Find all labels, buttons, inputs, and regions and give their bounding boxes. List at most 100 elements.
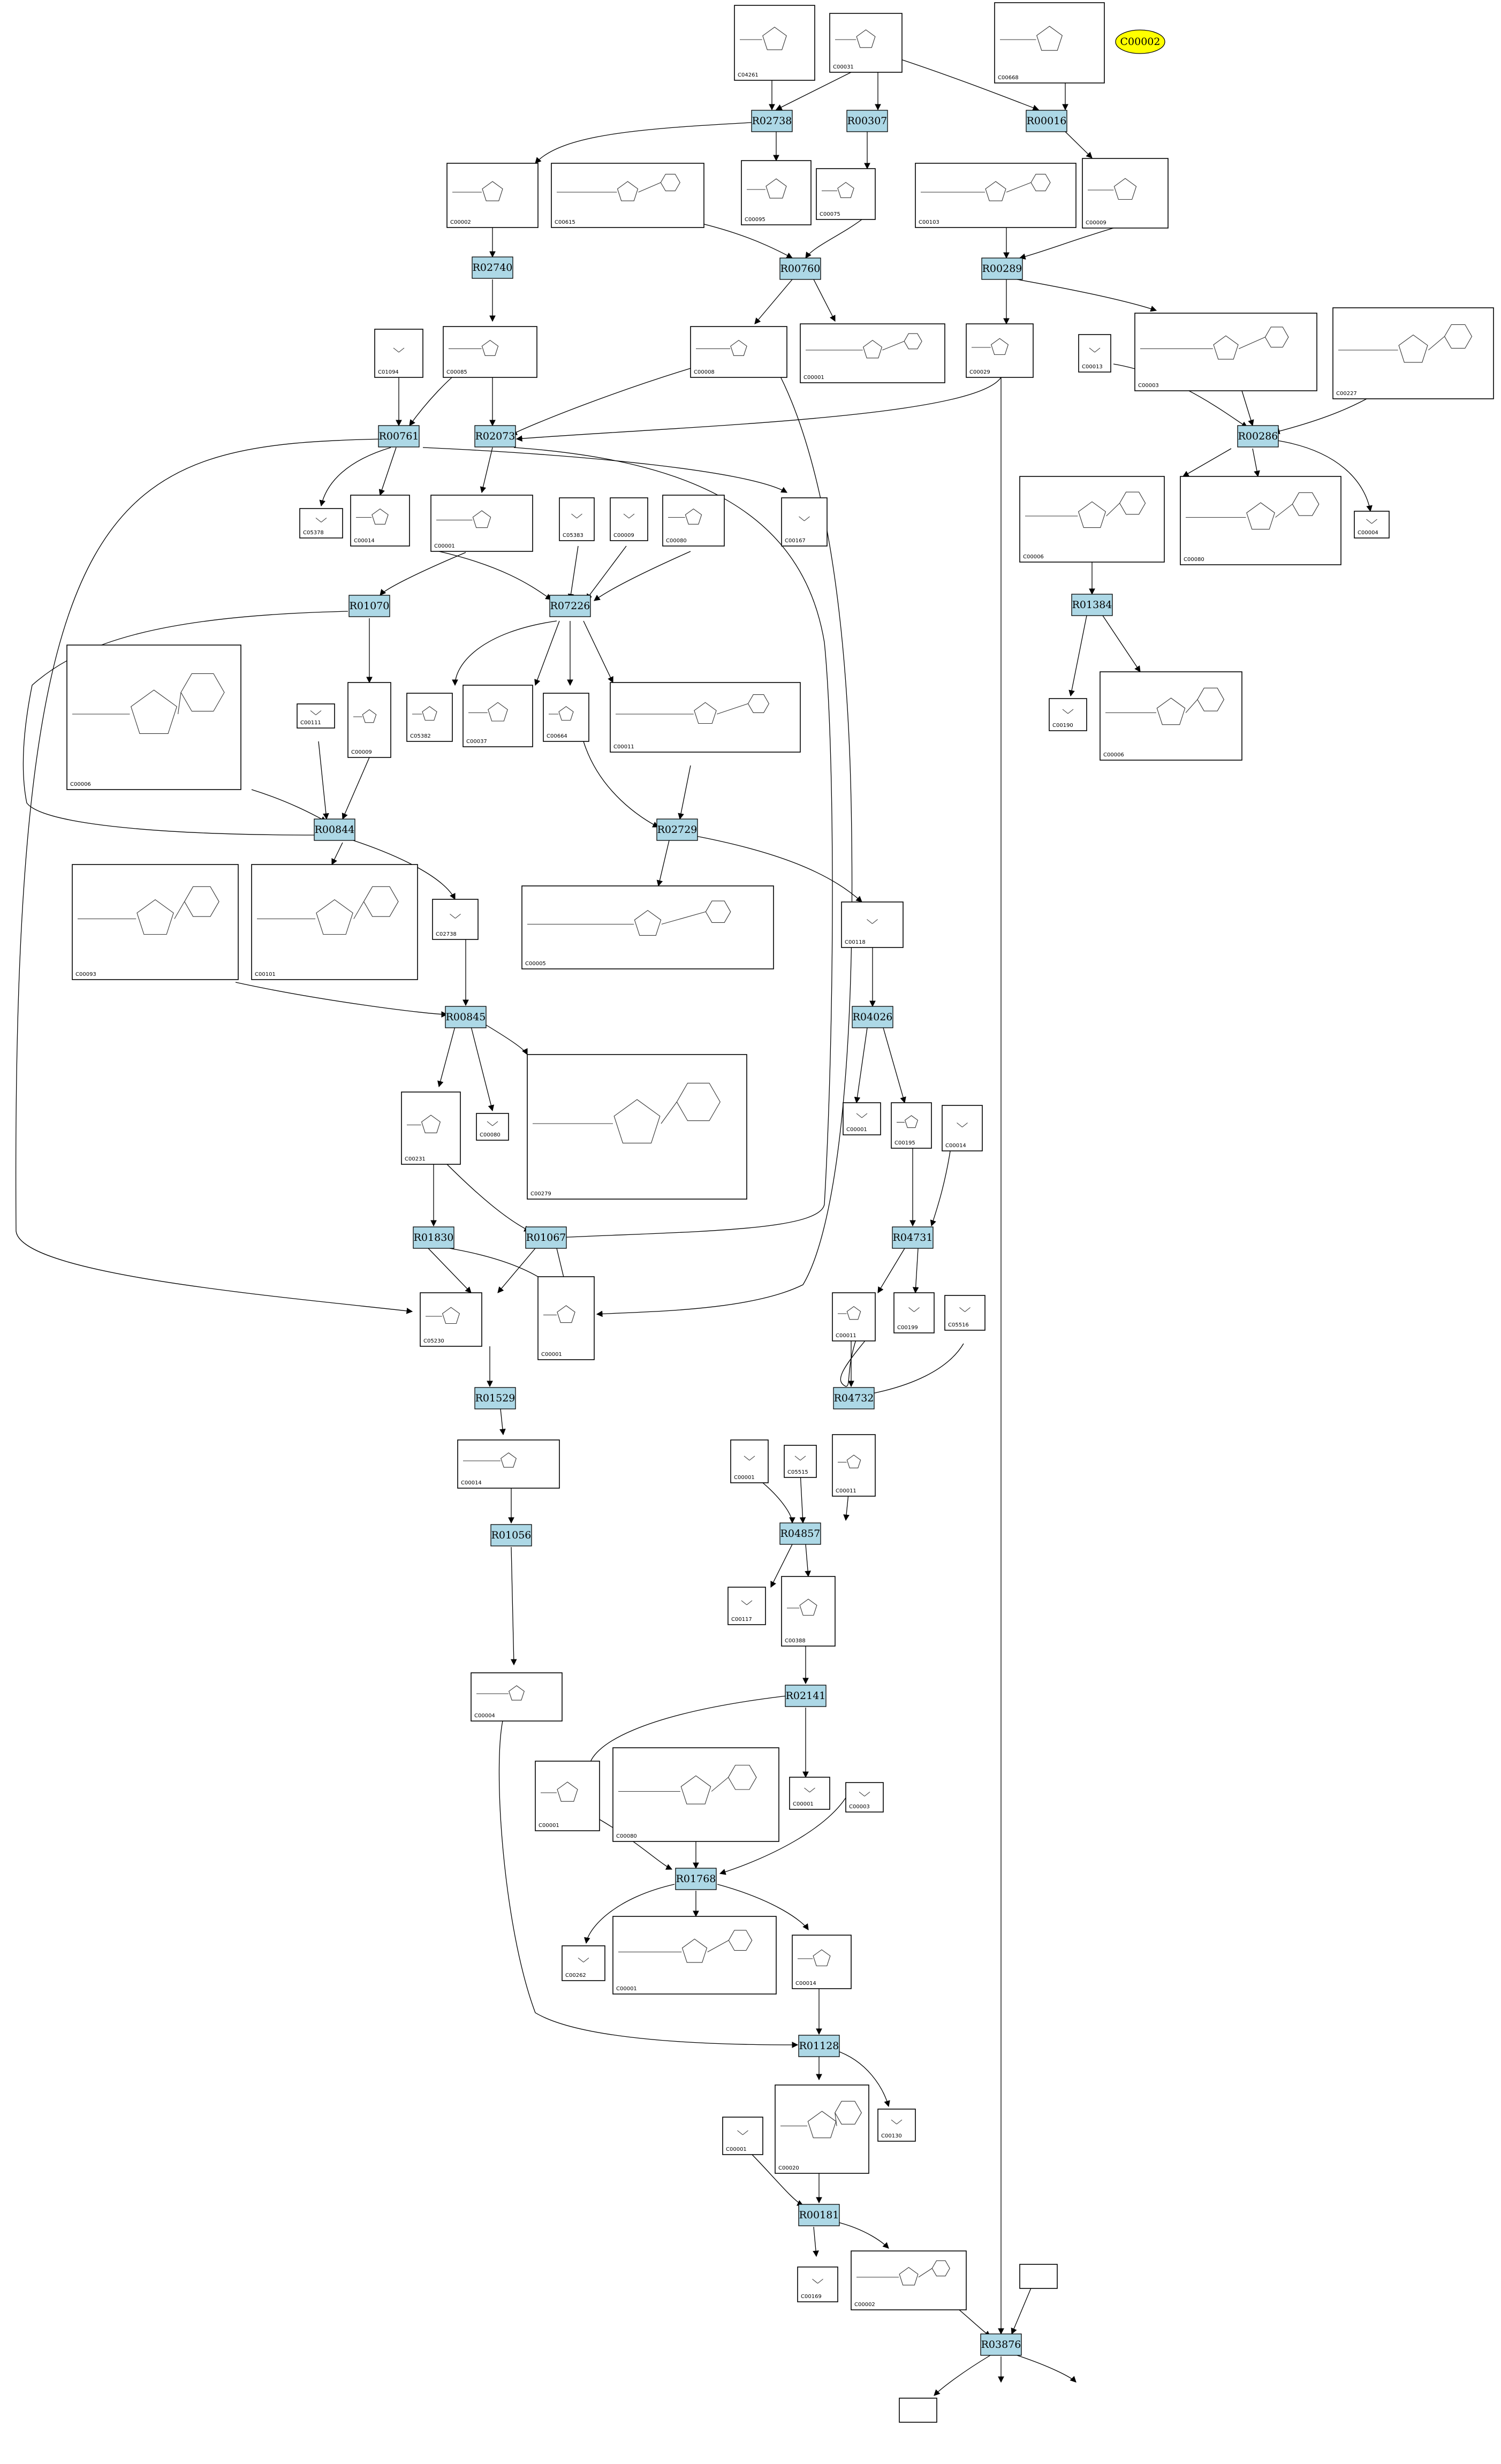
compound-node[interactable]: C00085 <box>443 326 537 378</box>
reaction-node[interactable]: R04857 <box>779 1522 821 1545</box>
reaction-node[interactable]: R01056 <box>490 1524 532 1546</box>
compound-node[interactable]: C05515 <box>784 1445 817 1478</box>
compound-node[interactable]: C00001 <box>800 323 945 383</box>
reaction-node[interactable]: R00016 <box>1026 110 1067 132</box>
reaction-node[interactable]: R02073 <box>474 425 516 448</box>
compound-node[interactable]: C00002 <box>446 163 539 228</box>
compound-node[interactable]: C00014 <box>457 1439 560 1489</box>
reaction-node[interactable]: R01128 <box>798 2035 840 2057</box>
reaction-node[interactable]: R00845 <box>445 1006 487 1028</box>
compound-node[interactable]: C00009 <box>1082 158 1169 229</box>
compound-node[interactable]: C00279 <box>527 1054 747 1200</box>
compound-node[interactable]: C00009 <box>347 682 391 758</box>
compound-node[interactable]: C05383 <box>559 497 595 541</box>
compound-node[interactable]: C00080 <box>662 495 725 547</box>
compound-node[interactable]: C00001 <box>430 495 533 552</box>
compound-node[interactable]: C00111 <box>297 703 335 729</box>
compound-node[interactable]: C00006 <box>66 645 241 790</box>
compound-node[interactable]: C00013 <box>1078 334 1111 373</box>
compound-node[interactable]: C00011 <box>832 1434 876 1497</box>
reaction-node[interactable]: R01768 <box>675 1868 717 1890</box>
compound-node[interactable]: C00029 <box>966 323 1034 378</box>
compound-node[interactable]: C00664 <box>543 693 589 742</box>
compound-node[interactable]: C00231 <box>401 1091 461 1165</box>
compound-node[interactable]: C00199 <box>893 1292 935 1333</box>
compound-node[interactable]: C00095 <box>741 160 812 225</box>
compound-node[interactable]: C00080 <box>476 1113 509 1141</box>
compound-node[interactable]: C00014 <box>942 1105 983 1151</box>
compound-node[interactable]: C00004 <box>471 1672 563 1722</box>
compound-node[interactable]: C00011 <box>832 1292 876 1341</box>
empty-compound-node[interactable] <box>899 2398 937 2423</box>
reaction-node[interactable]: R04026 <box>852 1006 893 1028</box>
compound-node[interactable]: C00262 <box>562 1945 605 1981</box>
reaction-node[interactable]: R00181 <box>798 2204 840 2226</box>
compound-node[interactable]: C00031 <box>829 13 903 73</box>
reaction-node[interactable]: R02740 <box>472 256 513 279</box>
compound-node[interactable]: C00014 <box>792 1935 852 1989</box>
compound-node[interactable]: C00190 <box>1049 698 1087 731</box>
reaction-node[interactable]: R02141 <box>785 1685 827 1707</box>
compound-node[interactable]: C00011 <box>610 682 801 753</box>
reaction-node[interactable]: R01830 <box>413 1226 454 1249</box>
compound-node[interactable]: C00001 <box>843 1102 881 1135</box>
compound-node[interactable]: C00668 <box>994 2 1105 84</box>
reaction-node[interactable]: R00289 <box>981 257 1023 280</box>
compound-node[interactable]: C00006 <box>1019 476 1165 563</box>
reaction-node[interactable]: R07226 <box>549 595 591 617</box>
compound-node[interactable]: C00167 <box>781 497 828 547</box>
compound-node[interactable]: C00118 <box>841 901 904 948</box>
reaction-node[interactable]: R01384 <box>1071 594 1113 616</box>
compound-node[interactable]: C02738 <box>432 899 479 940</box>
compound-node[interactable]: C00009 <box>610 497 648 541</box>
compound-node[interactable]: C00001 <box>612 1916 777 1995</box>
empty-compound-node[interactable] <box>1019 2264 1058 2289</box>
compound-node[interactable]: C00227 <box>1332 307 1494 399</box>
compound-node[interactable]: C05378 <box>299 508 343 539</box>
compound-node[interactable]: C00002 <box>851 2250 967 2310</box>
reaction-node[interactable]: R00761 <box>378 425 420 448</box>
compound-node[interactable]: C00080 <box>612 1747 779 1842</box>
compound-node[interactable]: C04261 <box>734 5 815 81</box>
reaction-node[interactable]: R00844 <box>314 818 355 841</box>
compound-node[interactable]: C05516 <box>944 1295 985 1331</box>
compound-node[interactable]: C00001 <box>535 1761 600 1831</box>
reaction-node[interactable]: R00286 <box>1237 425 1279 448</box>
compound-node[interactable]: C00101 <box>251 864 418 980</box>
compound-node[interactable]: C00075 <box>816 168 876 220</box>
reaction-node[interactable]: R00760 <box>779 257 821 280</box>
compound-node[interactable]: C00037 <box>463 685 533 747</box>
compound-node[interactable]: C00008 <box>690 326 787 378</box>
compound-node[interactable]: C00003 <box>845 1782 884 1813</box>
compound-node[interactable]: C00004 <box>1354 511 1390 539</box>
reaction-node[interactable]: R01070 <box>348 595 390 617</box>
compound-node[interactable]: C00117 <box>727 1587 766 1625</box>
reaction-node[interactable]: R02729 <box>656 818 698 841</box>
compound-node[interactable]: C00001 <box>537 1276 595 1360</box>
reaction-node[interactable]: R02738 <box>751 110 793 132</box>
reaction-node[interactable]: R04732 <box>833 1387 875 1409</box>
compound-node[interactable]: C00001 <box>722 2117 763 2155</box>
compound-node[interactable]: C00014 <box>350 495 410 547</box>
compound-node[interactable]: C00003 <box>1134 313 1317 391</box>
compound-node[interactable]: C00195 <box>891 1102 932 1149</box>
compound-node[interactable]: C00001 <box>789 1777 830 1810</box>
reaction-node[interactable]: R03876 <box>980 2333 1022 2356</box>
compound-node[interactable]: C00615 <box>551 163 704 228</box>
compound-node[interactable]: C00005 <box>521 885 774 969</box>
reaction-node[interactable]: R00307 <box>846 110 888 132</box>
reaction-node[interactable]: R04731 <box>892 1226 934 1249</box>
compound-node[interactable]: C01094 <box>374 329 423 378</box>
compound-node[interactable]: C05230 <box>420 1292 482 1347</box>
compound-node[interactable]: C00006 <box>1100 671 1242 761</box>
highlighted-compound[interactable]: C00002 <box>1115 29 1165 54</box>
compound-node[interactable]: C00080 <box>1180 476 1341 565</box>
compound-node[interactable]: C00001 <box>730 1439 769 1483</box>
compound-node[interactable]: C05382 <box>406 693 453 742</box>
reaction-node[interactable]: R01067 <box>525 1226 567 1249</box>
compound-node[interactable]: C00169 <box>797 2266 838 2302</box>
compound-node[interactable]: C00093 <box>72 864 239 980</box>
compound-node[interactable]: C00103 <box>915 163 1077 228</box>
compound-node[interactable]: C00388 <box>781 1576 836 1647</box>
compound-node[interactable]: C00130 <box>877 2109 916 2142</box>
